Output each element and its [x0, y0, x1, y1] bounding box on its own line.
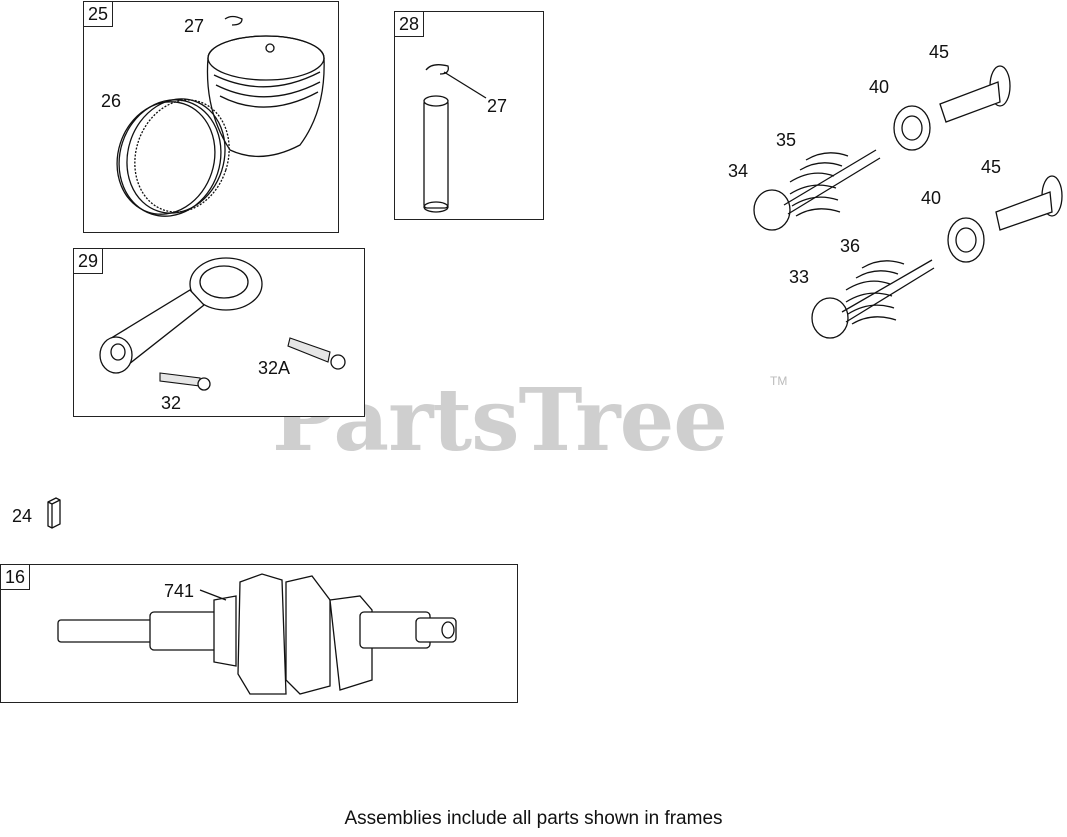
- callout-45-lower[interactable]: 45: [981, 157, 1002, 177]
- piston-illustration: [116, 15, 325, 217]
- callout-45-upper[interactable]: 45: [929, 42, 950, 62]
- trademark-mark: TM: [770, 374, 788, 388]
- callout-40-lower[interactable]: 40: [921, 188, 942, 208]
- frame-badge-29: 29: [74, 249, 104, 274]
- callout-35[interactable]: 35: [776, 130, 797, 150]
- footnote: Assemblies include all parts shown in fr…: [344, 808, 723, 829]
- callout-27-frame25[interactable]: 27: [184, 16, 205, 36]
- frame-piston-pin[interactable]: 28: [394, 11, 544, 220]
- key-illustration: [47, 497, 61, 529]
- callout-24[interactable]: 24: [12, 506, 33, 526]
- callout-32a[interactable]: 32A: [258, 358, 291, 378]
- connecting-rod-illustration: [99, 257, 346, 391]
- crankshaft-illustration: [57, 573, 457, 695]
- callout-34[interactable]: 34: [728, 161, 749, 181]
- callout-33[interactable]: 33: [789, 267, 810, 287]
- callout-32[interactable]: 32: [161, 393, 182, 413]
- callout-27-frame28[interactable]: 27: [487, 96, 508, 116]
- callout-40-upper[interactable]: 40: [869, 77, 890, 97]
- piston-pin-illustration: [423, 64, 487, 213]
- frame-badge-28: 28: [395, 12, 425, 37]
- callout-36[interactable]: 36: [840, 236, 861, 256]
- valve-group-illustration: [753, 65, 1063, 339]
- frame-badge-25: 25: [84, 2, 114, 27]
- callout-26[interactable]: 26: [101, 91, 122, 111]
- frame-badge-16: 16: [1, 565, 31, 590]
- callout-741[interactable]: 741: [164, 581, 195, 601]
